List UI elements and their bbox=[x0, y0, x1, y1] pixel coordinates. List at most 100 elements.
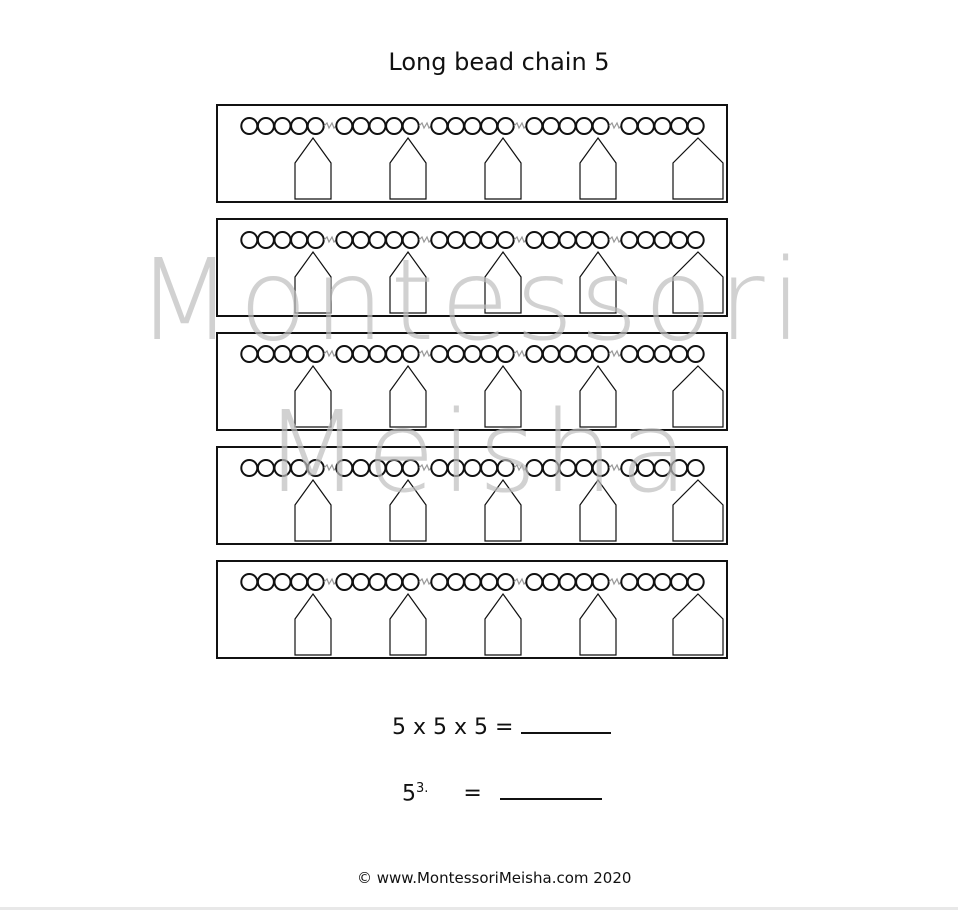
chain-link-icon bbox=[608, 235, 622, 244]
bead bbox=[558, 117, 577, 135]
bead bbox=[541, 117, 560, 135]
answer-house bbox=[484, 136, 522, 200]
bead bbox=[496, 573, 515, 591]
bead bbox=[558, 231, 577, 249]
bead bbox=[368, 117, 387, 135]
bead bbox=[385, 117, 404, 135]
chain-link-icon bbox=[323, 577, 337, 586]
answer-house bbox=[579, 364, 617, 428]
chain-link-icon bbox=[418, 235, 432, 244]
answer-house bbox=[672, 479, 724, 542]
answer-house bbox=[579, 250, 617, 314]
bead bbox=[636, 345, 655, 363]
bead bbox=[670, 231, 689, 249]
answer-house bbox=[294, 364, 332, 428]
chain-link-icon bbox=[608, 577, 622, 586]
bead bbox=[446, 231, 465, 249]
bead bbox=[575, 573, 594, 591]
chain-link-icon bbox=[418, 463, 432, 472]
answer-house bbox=[389, 364, 427, 428]
bead bbox=[480, 231, 499, 249]
bead bbox=[273, 231, 292, 249]
bead bbox=[575, 117, 594, 135]
answer-house bbox=[484, 478, 522, 542]
answer-house bbox=[672, 251, 724, 314]
chain-link-icon bbox=[608, 121, 622, 130]
bead bbox=[670, 459, 689, 477]
bead bbox=[240, 117, 259, 135]
bead bbox=[351, 345, 370, 363]
chain-link-icon bbox=[323, 463, 337, 472]
bead bbox=[653, 231, 672, 249]
answer-house bbox=[294, 250, 332, 314]
answer-blank[interactable] bbox=[521, 732, 612, 734]
answer-house bbox=[389, 136, 427, 200]
bead bbox=[306, 345, 325, 363]
bead bbox=[290, 459, 309, 477]
bead bbox=[446, 345, 465, 363]
copyright-footer: © www.MontessoriMeisha.com 2020 bbox=[357, 869, 632, 887]
page-edge bbox=[0, 907, 958, 910]
product-expression: 5 x 5 x 5 = bbox=[392, 715, 514, 740]
bead bbox=[686, 117, 705, 135]
answer-house bbox=[294, 592, 332, 656]
bead bbox=[446, 573, 465, 591]
bead bbox=[591, 459, 610, 477]
bead bbox=[401, 231, 420, 249]
bead bbox=[620, 573, 639, 591]
bead bbox=[240, 231, 259, 249]
chain-box bbox=[216, 218, 728, 317]
chain-link-icon bbox=[323, 349, 337, 358]
bead bbox=[620, 345, 639, 363]
chain-link-icon bbox=[513, 235, 527, 244]
answer-house bbox=[579, 136, 617, 200]
answer-blank[interactable] bbox=[499, 798, 602, 801]
bead bbox=[653, 573, 672, 591]
chain-link-icon bbox=[418, 577, 432, 586]
bead bbox=[463, 117, 482, 135]
bead bbox=[335, 459, 354, 477]
bead bbox=[463, 231, 482, 249]
bead bbox=[463, 345, 482, 363]
power-exponent: 3. bbox=[416, 781, 429, 796]
answer-house bbox=[389, 478, 427, 542]
bead bbox=[351, 573, 370, 591]
bead bbox=[256, 231, 275, 249]
bead bbox=[575, 459, 594, 477]
bead bbox=[351, 459, 370, 477]
bead bbox=[351, 117, 370, 135]
bead bbox=[385, 573, 404, 591]
bead bbox=[240, 345, 259, 363]
bead bbox=[620, 231, 639, 249]
chain-link-icon bbox=[608, 349, 622, 358]
bead bbox=[401, 117, 420, 135]
bead bbox=[306, 117, 325, 135]
product-equation: 5 x 5 x 5 = bbox=[392, 715, 612, 740]
bead bbox=[636, 117, 655, 135]
bead bbox=[430, 345, 449, 363]
bead bbox=[306, 573, 325, 591]
bead bbox=[385, 459, 404, 477]
answer-house bbox=[389, 592, 427, 656]
bead bbox=[351, 231, 370, 249]
bead bbox=[558, 573, 577, 591]
bead bbox=[636, 459, 655, 477]
bead bbox=[558, 459, 577, 477]
answer-house bbox=[294, 136, 332, 200]
bead bbox=[575, 345, 594, 363]
bead bbox=[385, 345, 404, 363]
bead bbox=[686, 573, 705, 591]
bead bbox=[446, 459, 465, 477]
bead bbox=[686, 231, 705, 249]
bead bbox=[670, 117, 689, 135]
bead bbox=[620, 459, 639, 477]
bead bbox=[290, 573, 309, 591]
chain-box bbox=[216, 446, 728, 545]
chain-box bbox=[216, 560, 728, 659]
bead bbox=[525, 573, 544, 591]
answer-house bbox=[672, 137, 724, 200]
bead bbox=[306, 459, 325, 477]
bead bbox=[525, 345, 544, 363]
bead bbox=[653, 117, 672, 135]
bead bbox=[256, 459, 275, 477]
